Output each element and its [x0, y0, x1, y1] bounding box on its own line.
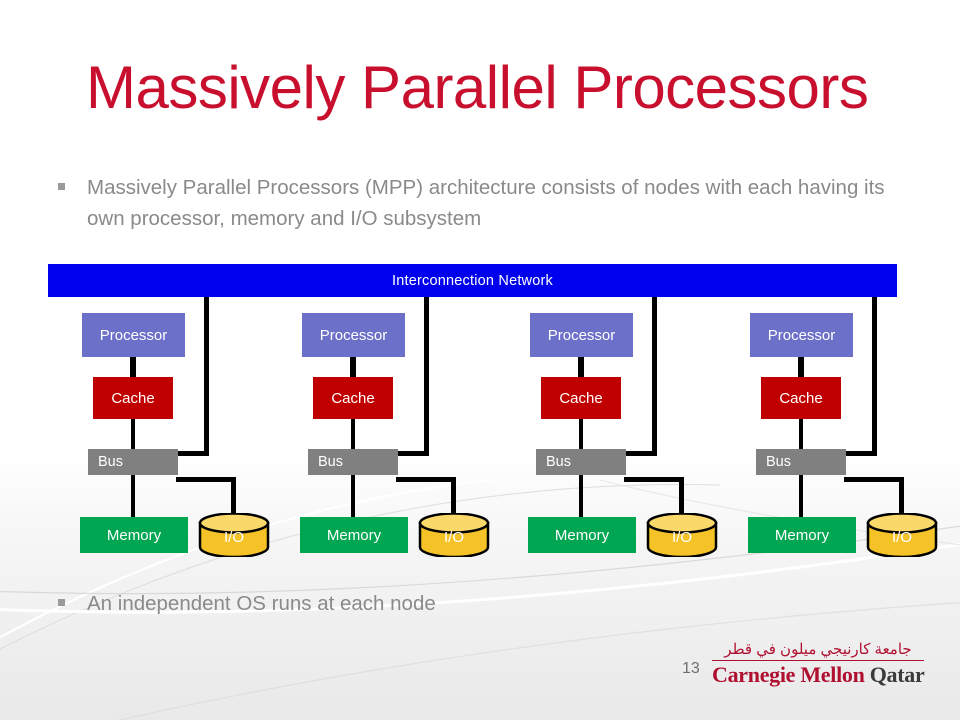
io-cylinder: I/O [646, 512, 718, 559]
interconnection-network-bar: Interconnection Network [48, 264, 897, 297]
cylinder-icon [646, 512, 718, 559]
bus-memory-connector [351, 475, 355, 517]
processor-box: Processor [82, 313, 185, 357]
page-title: Massively Parallel Processors [86, 54, 869, 121]
bus-io-connector-horizontal [176, 477, 235, 482]
io-cylinder: I/O [866, 512, 938, 559]
bus-io-connector-horizontal [844, 477, 903, 482]
node-3: Processor Cache Bus Memory I/O [496, 297, 718, 567]
memory-box: Memory [748, 517, 856, 553]
io-label: I/O [671, 528, 692, 546]
memory-box: Memory [528, 517, 636, 553]
network-connector-vertical [424, 297, 429, 455]
network-connector-horizontal [844, 451, 877, 456]
logo-arabic-text: جامعة كارنيجي ميلون في قطر [712, 641, 924, 661]
bus-io-connector-vertical [679, 477, 684, 517]
cache-bus-connector [579, 419, 583, 449]
network-connector-horizontal [176, 451, 209, 456]
io-cylinder: I/O [418, 512, 490, 559]
bus-io-connector-vertical [231, 477, 236, 517]
bus-box: Bus [756, 449, 846, 475]
cache-bus-connector [799, 419, 803, 449]
io-cylinder: I/O [198, 512, 270, 559]
bus-box: Bus [536, 449, 626, 475]
cylinder-icon [866, 512, 938, 559]
memory-box: Memory [300, 517, 408, 553]
logo-latin-text: Carnegie Mellon Qatar [712, 661, 925, 688]
network-connector-vertical [204, 297, 209, 455]
network-connector-horizontal [624, 451, 657, 456]
network-connector-vertical [872, 297, 877, 455]
processor-cache-connector [798, 357, 804, 377]
network-connector-horizontal [396, 451, 429, 456]
bus-box: Bus [88, 449, 178, 475]
logo-latin-secondary: Qatar [869, 661, 925, 687]
processor-box: Processor [750, 313, 853, 357]
network-connector-vertical [652, 297, 657, 455]
io-label: I/O [443, 528, 464, 546]
processor-cache-connector [350, 357, 356, 377]
square-bullet-icon [58, 599, 65, 606]
bus-memory-connector [131, 475, 135, 517]
bus-io-connector-vertical [451, 477, 456, 517]
cylinder-icon [418, 512, 490, 559]
cache-bus-connector [351, 419, 355, 449]
logo-latin-primary: Carnegie Mellon [712, 661, 865, 687]
bus-box: Bus [308, 449, 398, 475]
cache-box: Cache [541, 377, 621, 419]
node-2: Processor Cache Bus Memory I/O [268, 297, 490, 567]
square-bullet-icon [58, 183, 65, 190]
bullet-text-1: Massively Parallel Processors (MPP) arch… [87, 176, 885, 230]
bus-memory-connector [579, 475, 583, 517]
cache-bus-connector [131, 419, 135, 449]
interconnection-network-label: Interconnection Network [392, 272, 553, 289]
bullet-item-1: Massively Parallel Processors (MPP) arch… [58, 172, 917, 234]
carnegie-mellon-qatar-logo: جامعة كارنيجي ميلون في قطر Carnegie Mell… [712, 641, 925, 688]
bus-io-connector-horizontal [624, 477, 683, 482]
bus-memory-connector [799, 475, 803, 517]
processor-box: Processor [530, 313, 633, 357]
io-label: I/O [223, 528, 244, 546]
bus-io-connector-horizontal [396, 477, 455, 482]
memory-box: Memory [80, 517, 188, 553]
processor-cache-connector [130, 357, 136, 377]
cache-box: Cache [313, 377, 393, 419]
bus-io-connector-vertical [899, 477, 904, 517]
processor-box: Processor [302, 313, 405, 357]
cache-box: Cache [93, 377, 173, 419]
bullet-text-2: An independent OS runs at each node [87, 592, 436, 615]
cylinder-icon [198, 512, 270, 559]
page-number: 13 [682, 660, 700, 677]
bullet-item-2: An independent OS runs at each node [58, 588, 436, 619]
node-4: Processor Cache Bus Memory I/O [716, 297, 938, 567]
node-1: Processor Cache Bus Memory I/O [48, 297, 270, 567]
io-label: I/O [891, 528, 912, 546]
cache-box: Cache [761, 377, 841, 419]
processor-cache-connector [578, 357, 584, 377]
